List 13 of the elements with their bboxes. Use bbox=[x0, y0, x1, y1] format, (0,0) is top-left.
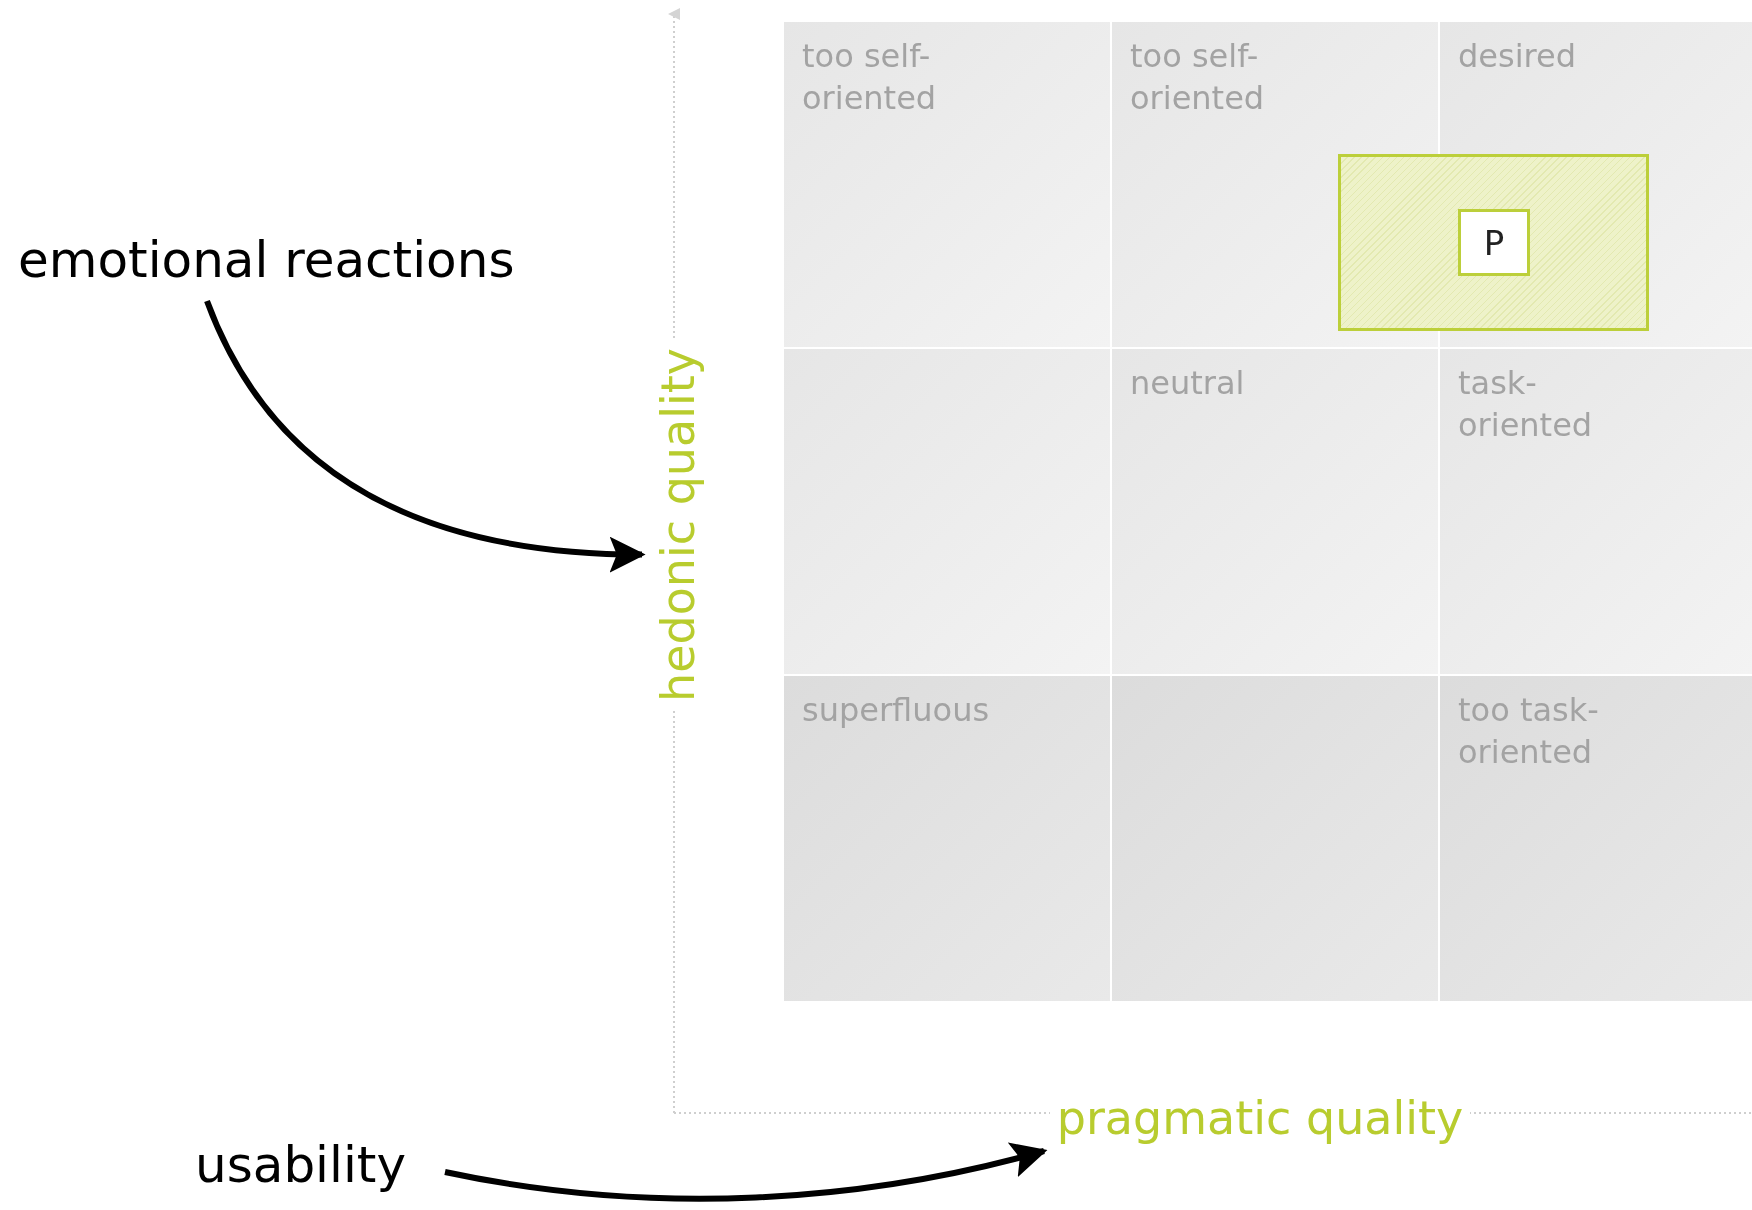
product-marker: P bbox=[1458, 209, 1530, 276]
selection-overlay bbox=[1338, 154, 1649, 331]
grid-cell bbox=[1112, 676, 1438, 1001]
grid-cell: superfluous bbox=[784, 676, 1110, 1001]
grid-cell: too task-oriented bbox=[1440, 676, 1752, 1001]
grid-cell bbox=[784, 349, 1110, 674]
grid-cell: neutral bbox=[1112, 349, 1438, 674]
grid-cell: too self-oriented bbox=[784, 22, 1110, 347]
annotation-text: emotional reactions bbox=[18, 235, 515, 285]
curved-arrow bbox=[204, 299, 646, 572]
grid-cell: task-oriented bbox=[1440, 349, 1752, 674]
annotation-text: usability bbox=[195, 1140, 406, 1190]
curved-arrow bbox=[444, 1141, 1048, 1202]
